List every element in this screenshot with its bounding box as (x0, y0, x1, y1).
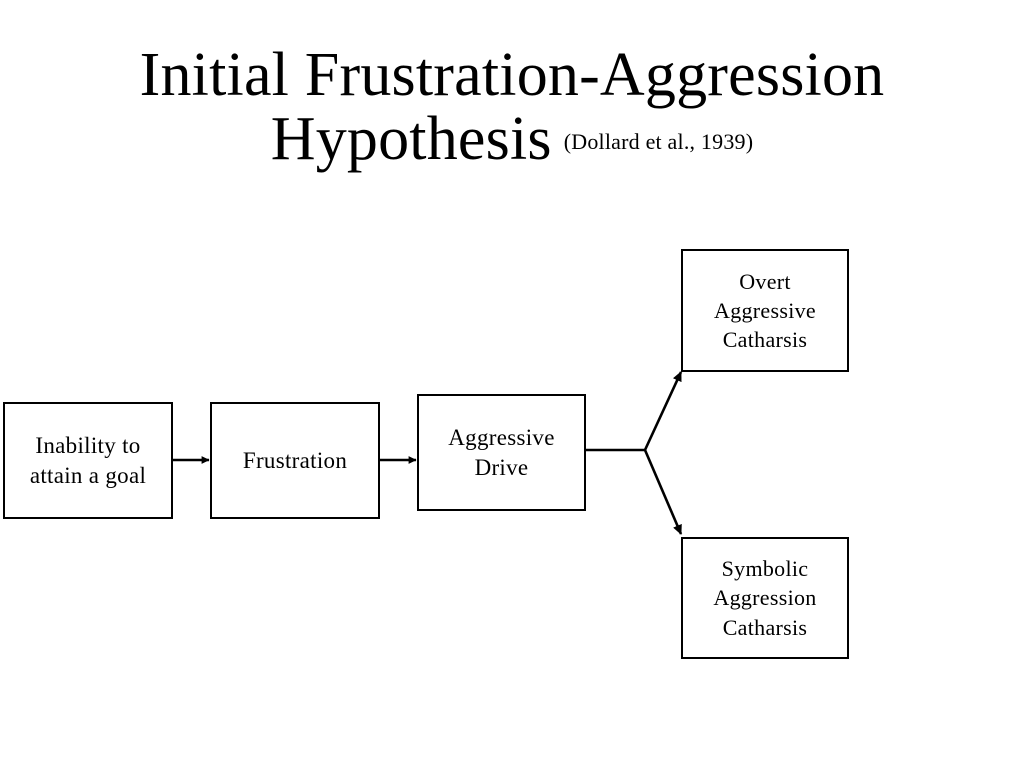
node-symbolic-aggression-catharsis[interactable]: Symbolic Aggression Catharsis (681, 537, 849, 659)
edge-branch-to-symbolic (643, 449, 683, 535)
title-line-1: Initial Frustration-Aggression (139, 41, 885, 109)
page-title: Initial Frustration-Aggression Hypothesi… (0, 41, 1024, 173)
node-text-line: attain a goal (29, 462, 147, 488)
node-text-line: Aggression (713, 585, 817, 611)
title-line-2-wrapper: Hypothesis (Dollard et al., 1939) (0, 104, 1024, 173)
node-text-line: Frustration (242, 447, 348, 473)
node-text-line: Aggressive (448, 425, 555, 451)
node-text-line: Aggressive (714, 297, 816, 323)
node-aggressive-drive[interactable]: Aggressive Drive (417, 394, 586, 511)
node-text-line: Catharsis (722, 614, 808, 640)
node-text-line: Overt (739, 268, 791, 294)
node-inability-to-attain-a-goal[interactable]: Inability to attain a goal (3, 402, 173, 519)
title-citation: (Dollard et al., 1939) (563, 128, 754, 154)
node-text-line: Inability to (35, 433, 141, 459)
node-frustration[interactable]: Frustration (210, 402, 380, 519)
node-text-line: Symbolic (721, 556, 809, 582)
edge-branch-to-overt (643, 371, 683, 451)
node-text-line: Catharsis (722, 327, 808, 353)
title-line-2: Hypothesis (270, 104, 552, 173)
node-text-line: Drive (474, 454, 529, 480)
node-overt-aggressive-catharsis[interactable]: Overt Aggressive Catharsis (681, 249, 849, 372)
